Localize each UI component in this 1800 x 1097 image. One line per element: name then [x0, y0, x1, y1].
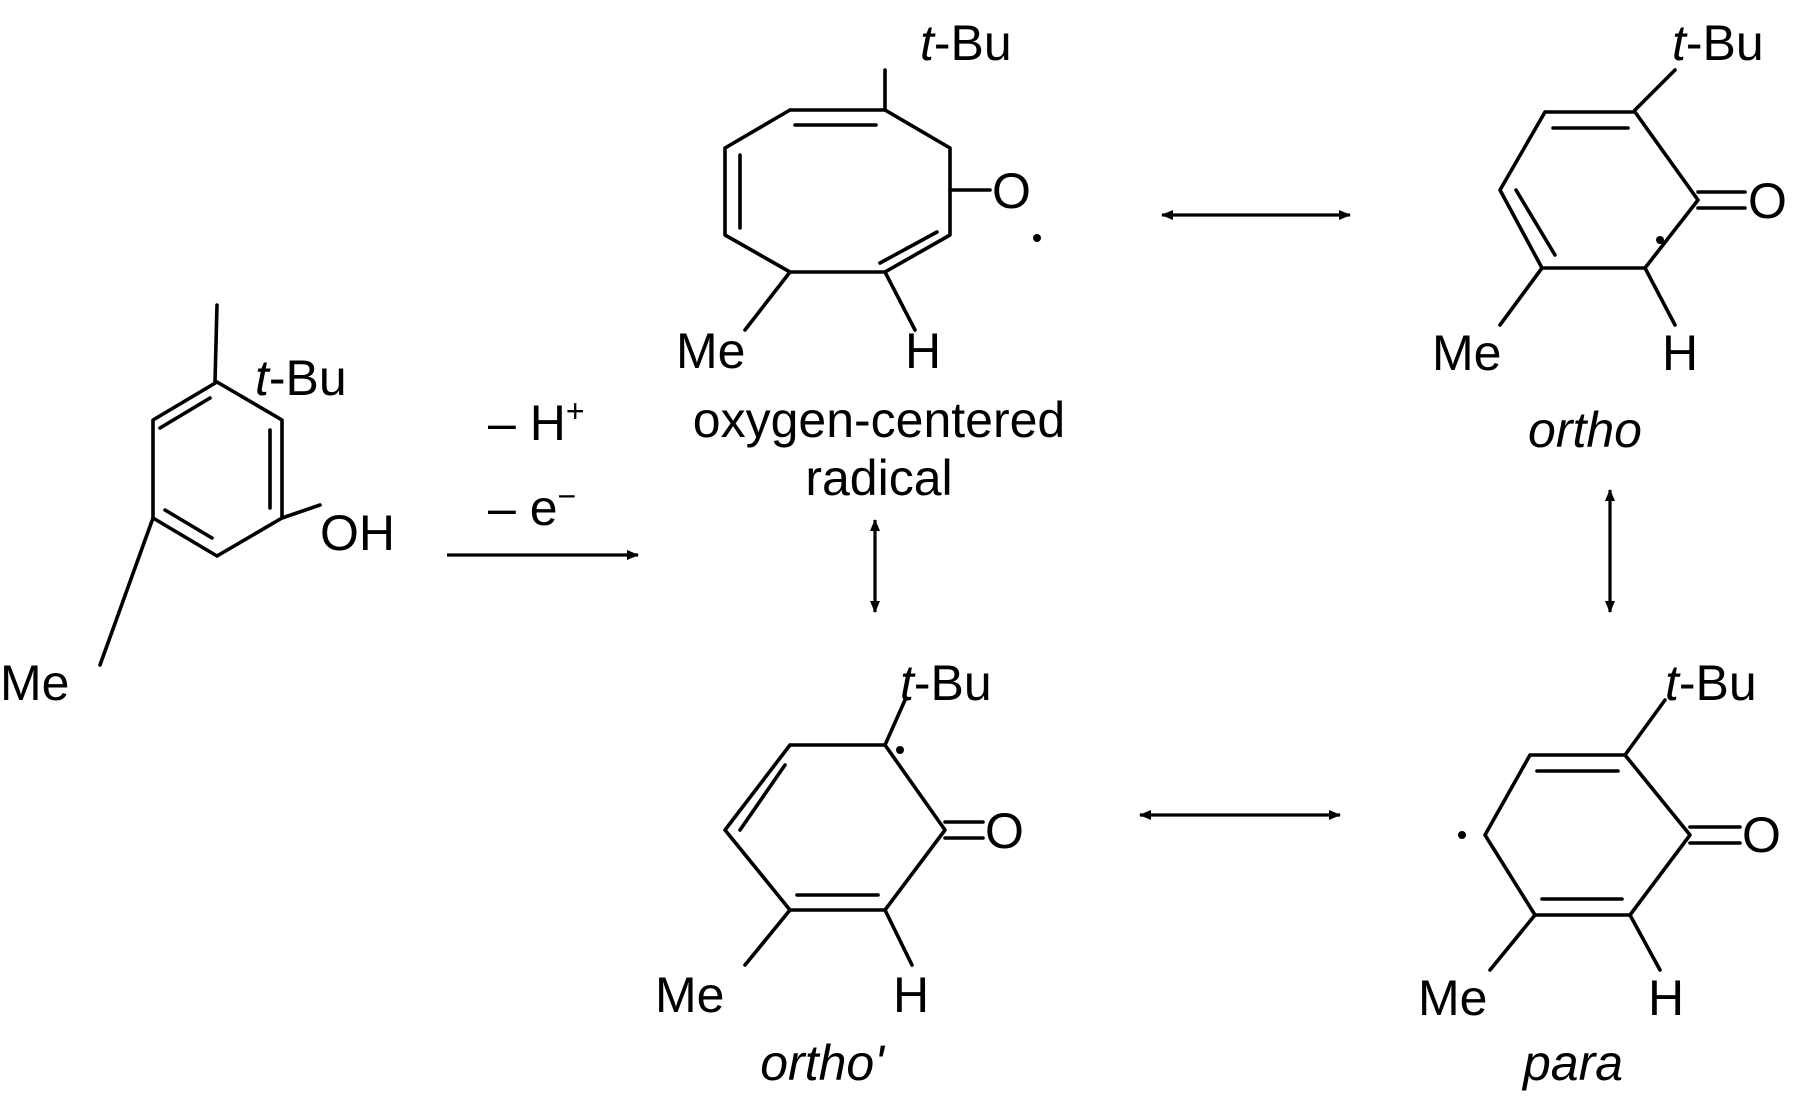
hydrogen-label: H	[893, 967, 929, 1023]
electron-loss-label: – e−	[488, 478, 576, 536]
ortho-prime-radical-structure: t-Bu O Me H ortho'	[655, 655, 1024, 1091]
methyl-label: Me	[1418, 970, 1487, 1026]
ch-bond	[1628, 913, 1662, 972]
phenol-ring	[151, 380, 284, 558]
tbu-bond	[1633, 68, 1677, 112]
ring-double-bond	[1514, 188, 1557, 257]
reaction-conditions: – H+ – e−	[447, 393, 639, 560]
radical-dot	[1033, 234, 1041, 242]
oxygen-radical-caption-line1: oxygen-centered	[693, 392, 1065, 448]
methyl-bond	[743, 270, 792, 332]
hydrogen-label: H	[1648, 970, 1684, 1026]
ortho-prime-caption: ortho'	[760, 1035, 885, 1091]
methyl-label: Me	[655, 967, 724, 1023]
ring-double-bond	[158, 396, 212, 430]
tbu-bond	[213, 303, 219, 384]
hydroxyl-label: OH	[320, 505, 395, 561]
oxygen-radical-caption-line2: radical	[805, 450, 952, 506]
tbu-label: t-Bu	[1665, 655, 1757, 711]
ring-bonds	[723, 743, 947, 912]
ring-double-bond	[878, 230, 939, 265]
ring-bonds	[788, 108, 952, 274]
resonance-arrows	[870, 210, 1615, 820]
methyl-bond	[1488, 913, 1537, 972]
radical-dot	[896, 746, 904, 754]
radical-dot	[1458, 831, 1466, 839]
tbu-label: t-Bu	[255, 350, 347, 406]
methyl-label: Me	[676, 323, 745, 379]
phenol-structure: t-Bu OH Me	[0, 303, 395, 711]
methyl-label: Me	[1432, 325, 1501, 381]
para-radical-structure: t-Bu O Me H para	[1418, 655, 1781, 1091]
tbu-bond	[883, 698, 907, 747]
methyl-bond	[98, 516, 155, 667]
para-caption: para	[1521, 1035, 1623, 1091]
ch-bond	[1643, 266, 1677, 327]
oxygen-label: O	[1748, 173, 1787, 229]
hydrogen-label: H	[905, 323, 941, 379]
ch-bond	[883, 270, 917, 332]
tbu-bond	[1623, 698, 1667, 757]
oxygen-label: O	[985, 803, 1024, 859]
hydrogen-label: H	[1662, 325, 1698, 381]
tbu-label: t-Bu	[900, 655, 992, 711]
tbu-label: t-Bu	[1672, 15, 1764, 71]
ring-double-bond	[738, 763, 787, 832]
oxygen-centered-radical-structure: t-Bu O Me H oxygen-centered radical	[676, 15, 1065, 506]
ortho-radical-structure: t-Bu O Me H ortho	[1432, 15, 1787, 458]
ring-bonds	[1498, 110, 1700, 270]
ring-double-bond	[163, 508, 214, 540]
methyl-bond	[1498, 266, 1544, 327]
oxygen-label: O	[992, 163, 1031, 219]
oh-bond	[280, 503, 322, 520]
methyl-bond	[743, 908, 792, 967]
ortho-caption: ortho	[1528, 402, 1642, 458]
methyl-label: Me	[0, 655, 69, 711]
ring-bonds	[723, 108, 887, 274]
oxygen-label: O	[1742, 807, 1781, 863]
proton-loss-label: – H+	[488, 393, 585, 451]
ring-bonds	[1483, 753, 1692, 917]
radical-dot	[1656, 236, 1664, 244]
tbu-label: t-Bu	[920, 15, 1012, 71]
ch-bond	[883, 908, 914, 967]
